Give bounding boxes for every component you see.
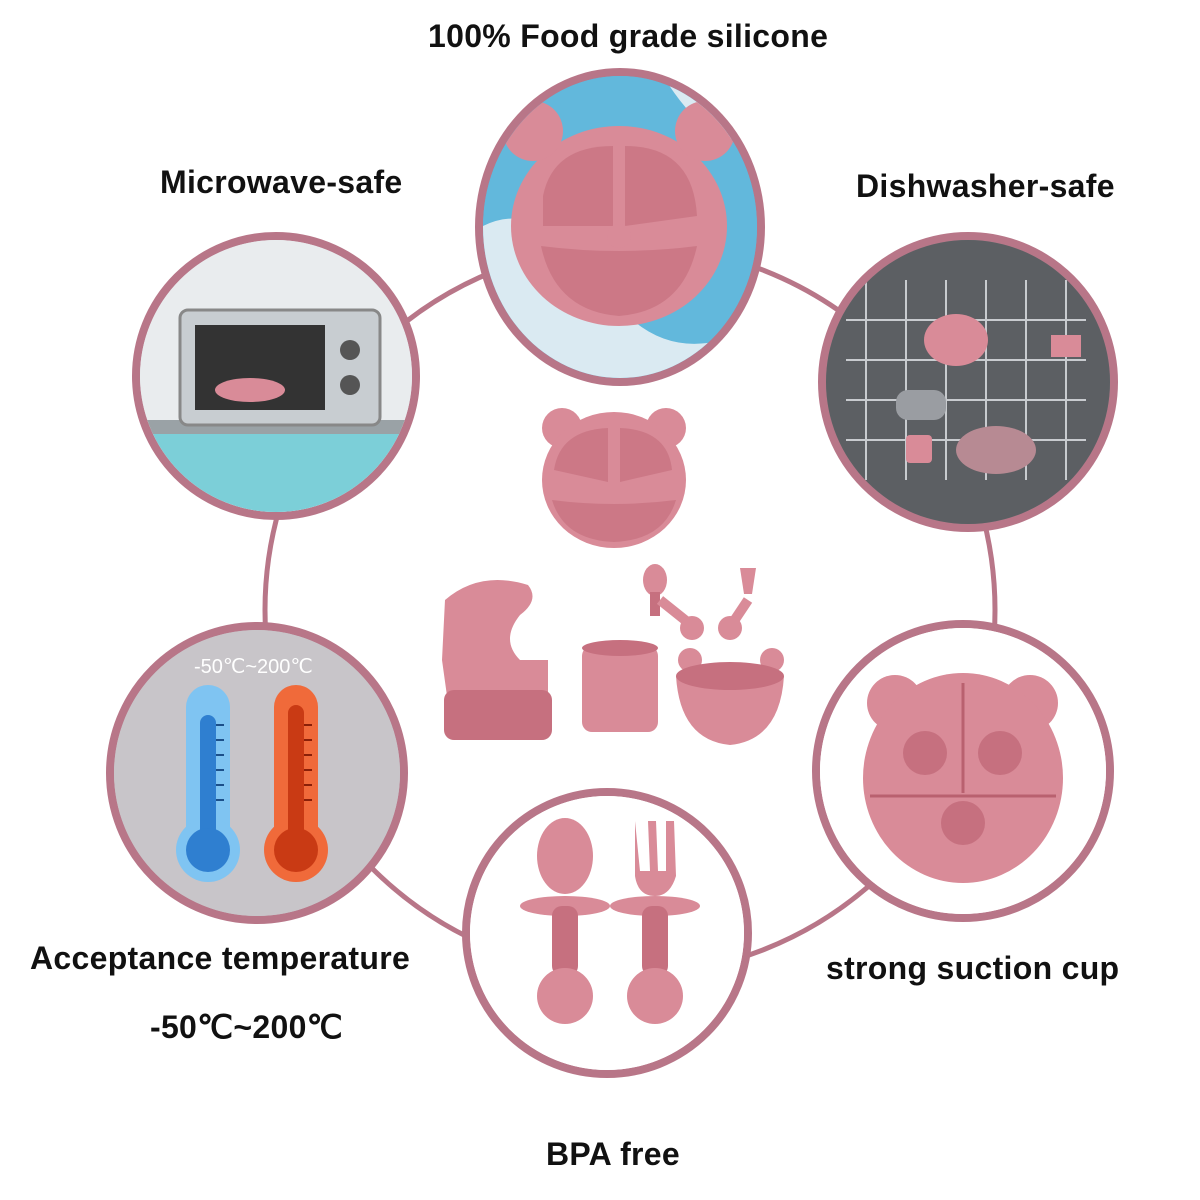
thermometer-range-text: -50℃~200℃ — [194, 656, 313, 678]
bpa-free-photo — [462, 788, 752, 1078]
label-food-grade: 100% Food grade silicone — [428, 18, 829, 54]
label-suction-cup: strong suction cup — [826, 950, 1120, 986]
food-grade-photo — [475, 68, 765, 386]
temperature-graphic: -50℃~200℃ — [106, 622, 408, 924]
suction-cup-photo — [812, 620, 1114, 922]
label-microwave-safe: Microwave-safe — [160, 164, 403, 200]
label-dishwasher-safe: Dishwasher-safe — [856, 168, 1115, 204]
label-temperature: Acceptance temperature — [30, 940, 411, 976]
label-temperature-range: -50℃~200℃ — [150, 1009, 343, 1045]
label-bpa-free: BPA free — [546, 1136, 680, 1172]
dishwasher-photo — [818, 232, 1118, 532]
microwave-photo — [132, 232, 420, 520]
